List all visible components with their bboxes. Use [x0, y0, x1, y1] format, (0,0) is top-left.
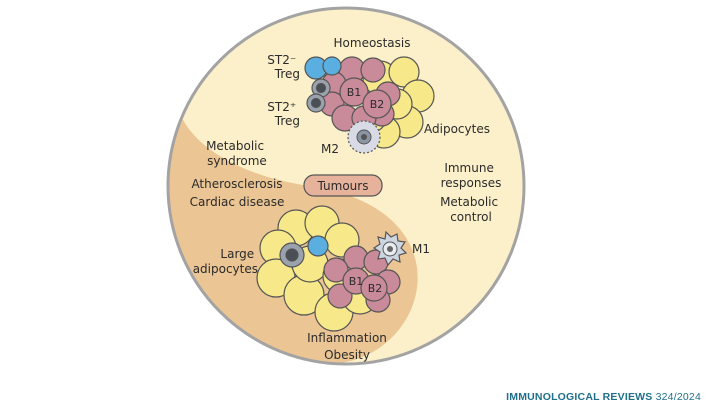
journal-footer: IMMUNOLOGICAL REVIEWS 324/2024	[506, 391, 701, 403]
m1-macrophage	[372, 230, 408, 267]
st2-plus-label-line-1: ST2⁺	[267, 100, 296, 114]
metabolic-syndrome-label: Metabolic syndrome	[206, 139, 268, 168]
m2-label: M2	[321, 142, 339, 156]
st2-minus-label-line-2: Treg	[274, 67, 300, 81]
st2-plus-label-line-2: Treg	[274, 114, 300, 128]
journal-name: IMMUNOLOGICAL REVIEWS	[506, 391, 653, 403]
immune-responses-line-2: responses	[441, 176, 502, 190]
metabolic-control-line-1: Metabolic	[440, 195, 498, 209]
atherosclerosis-label: Atherosclerosis	[191, 177, 282, 191]
large-adipocytes-label: Large adipocytes	[193, 247, 258, 276]
metabolic-syndrome-line-2: syndrome	[207, 154, 267, 168]
b-cell-cluster-bottom	[323, 245, 401, 313]
st2-plus-treg-label: ST2⁺ Treg	[267, 100, 300, 128]
large-adipocytes-line-1: Large	[220, 247, 254, 261]
st2-minus-treg-cells	[304, 56, 342, 80]
m1-label: M1	[412, 242, 430, 256]
b-cell-cluster-top	[319, 56, 401, 132]
b1-top-label: B1	[347, 86, 362, 99]
immune-responses-line-1: Immune	[444, 161, 494, 175]
tumours-badge	[303, 174, 383, 197]
obesity-label: Obesity	[324, 348, 370, 362]
cardiac-disease-label: Cardiac disease	[190, 195, 285, 209]
metabolic-control-line-2: control	[450, 210, 492, 224]
st2-minus-treg-label: ST2⁻ Treg	[267, 53, 300, 81]
metabolic-control-label: Metabolic control	[440, 195, 502, 224]
b1-bottom-label: B1	[349, 275, 364, 288]
adipocytes-label: Adipocytes	[424, 122, 490, 136]
metabolic-syndrome-line-1: Metabolic	[206, 139, 264, 153]
b2-bottom-label: B2	[368, 282, 383, 295]
st2-plus-treg-cells	[306, 78, 331, 113]
b2-top-label: B2	[370, 98, 385, 111]
tumours-label: Tumours	[317, 179, 369, 193]
m2-macrophage	[347, 120, 381, 154]
st2-minus-label-line-1: ST2⁻	[267, 53, 296, 67]
bottom-treg-cells	[279, 235, 329, 268]
journal-issue: 324/2024	[655, 391, 701, 403]
large-adipocytes-line-2: adipocytes	[193, 262, 258, 276]
inflammation-label: Inflammation	[307, 331, 387, 345]
immune-responses-label: Immune responses	[441, 161, 502, 190]
homeostasis-label: Homeostasis	[334, 36, 411, 50]
